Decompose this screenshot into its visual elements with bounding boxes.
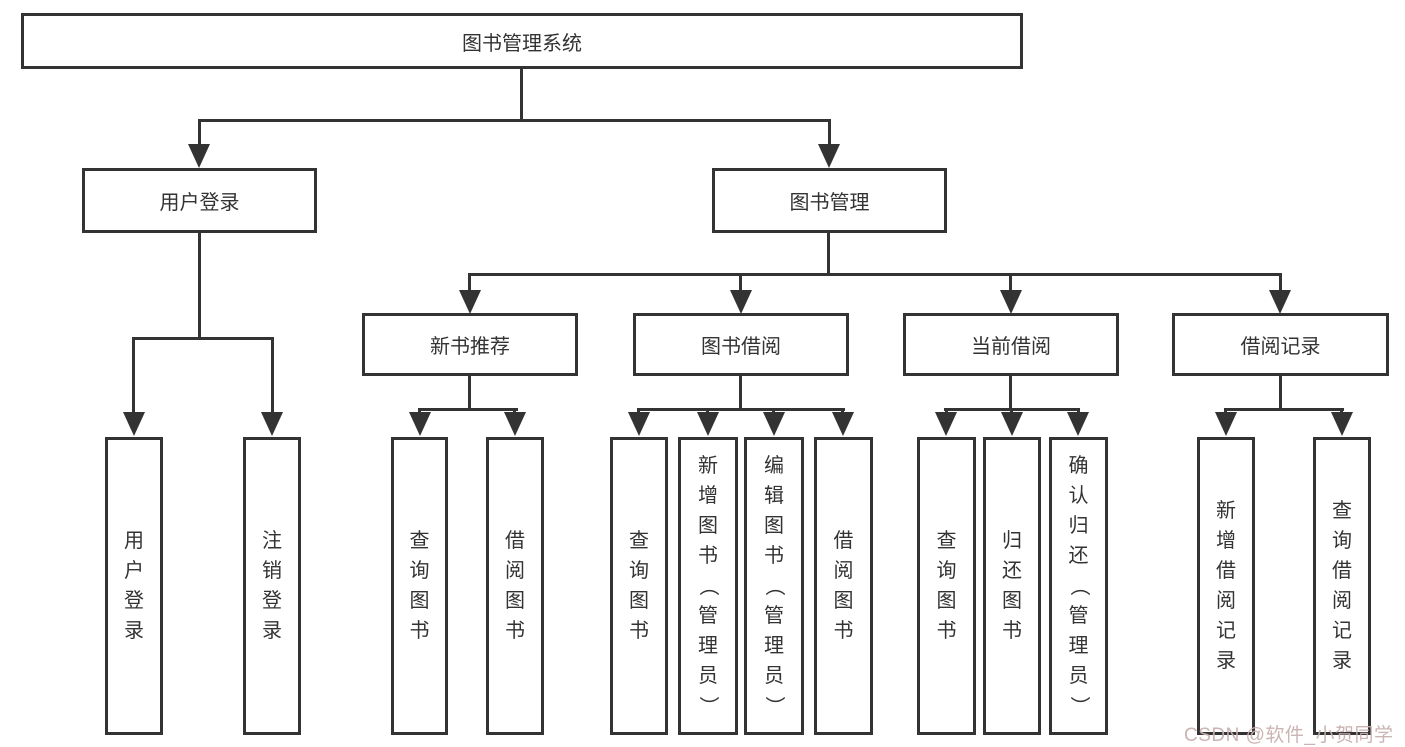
node-borrow-records-label: 借阅记录 (1240, 336, 1321, 358)
arrow-down-icon (1001, 412, 1023, 436)
arrow-down-icon (1067, 412, 1089, 436)
leaf-borrowing-query-book: 查询图书 (610, 437, 668, 735)
leaf-recommend-query-book: 查询图书 (391, 437, 448, 735)
arrow-down-icon (188, 144, 210, 168)
leaf-borrowing-borrow-book: 借阅图书 (814, 437, 873, 735)
arrow-down-icon (1331, 412, 1353, 436)
leaf-user-login-label: 用户登录 (124, 530, 144, 642)
connector-line (520, 69, 523, 121)
leaf-records-add-record: 新增借阅记录 (1197, 437, 1255, 735)
leaf-current-confirm-return-admin-label: 确认归还（管理员） (1067, 455, 1090, 716)
arrow-down-icon (409, 412, 431, 436)
connector-line (827, 233, 830, 275)
connector-line (418, 408, 518, 411)
leaf-borrowing-query-book-label: 查询图书 (629, 530, 649, 642)
arrow-down-icon (818, 144, 840, 168)
connector-line (739, 376, 742, 410)
node-book-borrowing-label: 图书借阅 (701, 336, 781, 358)
leaf-logout-label: 注销登录 (262, 530, 282, 642)
leaf-records-query-record: 查询借阅记录 (1313, 437, 1371, 735)
node-root-label: 图书管理系统 (462, 32, 582, 55)
leaf-borrowing-edit-book-admin-label: 编辑图书（管理员） (763, 455, 785, 716)
arrow-down-icon (730, 290, 752, 314)
connector-line (271, 337, 274, 415)
arrow-down-icon (935, 412, 957, 436)
connector-line (1009, 376, 1012, 410)
connector-line (198, 119, 201, 149)
connector-line (468, 273, 471, 293)
node-borrow-records: 借阅记录 (1172, 313, 1389, 376)
connector-line (828, 119, 831, 149)
node-current-borrowing-label: 当前借阅 (971, 336, 1051, 358)
csdn-watermark: CSDN @软件_小贺同学 (1184, 725, 1394, 746)
node-new-book-recommend-label: 新书推荐 (430, 336, 510, 358)
connector-line (1279, 376, 1282, 410)
leaf-records-add-record-label: 新增借阅记录 (1216, 500, 1236, 672)
leaf-current-return-book: 归还图书 (983, 437, 1041, 735)
leaf-borrowing-borrow-book-label: 借阅图书 (833, 530, 854, 642)
connector-line (198, 119, 831, 122)
arrow-down-icon (261, 412, 283, 436)
arrow-down-icon (1269, 290, 1291, 314)
node-user-login: 用户登录 (82, 168, 317, 233)
leaf-borrowing-edit-book-admin: 编辑图书（管理员） (744, 437, 804, 735)
leaf-current-return-book-label: 归还图书 (1002, 530, 1022, 642)
node-user-login-label: 用户登录 (159, 192, 240, 214)
arrow-down-icon (1215, 412, 1237, 436)
connector-line (132, 337, 135, 415)
leaf-recommend-borrow-book: 借阅图书 (486, 437, 544, 735)
arrow-down-icon (832, 412, 854, 436)
leaf-current-query-book: 查询图书 (917, 437, 976, 735)
node-root: 图书管理系统 (21, 13, 1023, 69)
leaf-current-confirm-return-admin: 确认归还（管理员） (1049, 437, 1108, 735)
node-current-borrowing: 当前借阅 (903, 313, 1119, 376)
connector-line (1009, 273, 1012, 293)
connector-line (198, 233, 201, 339)
arrow-down-icon (1000, 290, 1022, 314)
leaf-borrowing-add-book-admin: 新增图书（管理员） (678, 437, 738, 735)
connector-line (637, 408, 845, 411)
connector-line (739, 273, 742, 293)
leaf-logout: 注销登录 (243, 437, 301, 735)
leaf-borrowing-add-book-admin-label: 新增图书（管理员） (697, 455, 719, 716)
node-book-borrowing: 图书借阅 (633, 313, 849, 376)
connector-line (1279, 273, 1282, 293)
leaf-recommend-query-book-label: 查询图书 (409, 530, 430, 642)
leaf-recommend-borrow-book-label: 借阅图书 (505, 530, 525, 642)
leaf-user-login: 用户登录 (105, 437, 163, 735)
arrow-down-icon (504, 412, 526, 436)
leaf-records-query-record-label: 查询借阅记录 (1332, 500, 1352, 672)
connector-line (1224, 408, 1344, 411)
leaf-current-query-book-label: 查询图书 (936, 530, 957, 642)
arrow-down-icon (628, 412, 650, 436)
node-new-book-recommend: 新书推荐 (362, 313, 578, 376)
arrow-down-icon (697, 412, 719, 436)
connector-line (468, 273, 1282, 276)
arrow-down-icon (763, 412, 785, 436)
connector-line (132, 337, 274, 340)
connector-line (468, 376, 471, 410)
node-book-management: 图书管理 (712, 168, 947, 233)
node-book-management-label: 图书管理 (789, 192, 870, 214)
arrow-down-icon (123, 412, 145, 436)
arrow-down-icon (459, 290, 481, 314)
